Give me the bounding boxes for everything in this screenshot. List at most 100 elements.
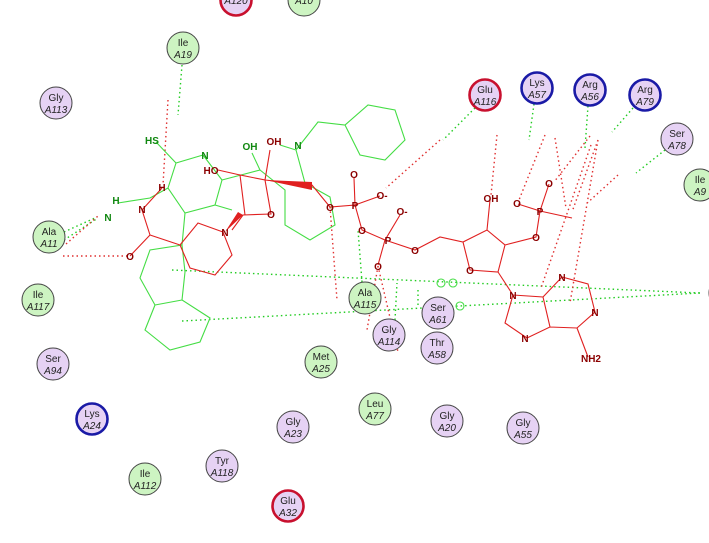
residue-chain-id: A116 — [473, 97, 497, 108]
residue-chain-id: A9 — [693, 187, 707, 198]
atom-label: O — [267, 210, 275, 221]
residue-a120: A120 — [219, 0, 253, 17]
residue-name: Lys — [529, 78, 544, 89]
residue-name: Ser — [669, 129, 685, 140]
atom-label: OH — [267, 137, 282, 148]
residue-chain-id: A57 — [527, 90, 546, 101]
hbond-red-3 — [490, 134, 498, 196]
residue-circle — [358, 392, 392, 426]
aromatic-ring-icon — [436, 278, 446, 288]
residue-name: Arg — [637, 85, 653, 96]
residue-circle — [683, 168, 709, 202]
hbond-red-glu116 — [385, 139, 441, 189]
residue-circle — [372, 318, 406, 352]
atom-label: O — [513, 199, 521, 210]
residue-chain-id: A78 — [667, 141, 686, 152]
residue-chain-id: A32 — [278, 508, 297, 519]
residue-name: Ile — [695, 175, 706, 186]
residue-chain-id: A120 — [223, 0, 248, 7]
residue-name: Glu — [477, 85, 493, 96]
phosphate-ribose-bonds — [217, 149, 573, 296]
aromatic-ring-icon — [448, 278, 458, 288]
residue-circle — [420, 331, 454, 365]
hbond-red-phosphate — [518, 134, 619, 304]
nicotinamide-bonds — [129, 187, 233, 276]
residue-circle — [348, 281, 382, 315]
residue-circle — [36, 347, 70, 381]
residue-circle — [304, 345, 338, 379]
atom-label: N — [138, 205, 145, 216]
atom-label: O- — [376, 191, 387, 202]
residue-chain-id: A61 — [428, 315, 447, 326]
atom-label: N — [558, 273, 565, 284]
residue-chain-id: A115 — [353, 300, 377, 311]
ring-bonds-1 — [117, 141, 223, 214]
residue-name: Gly — [516, 418, 531, 429]
residue-name: Ala — [358, 288, 373, 299]
atom-label: NH2 — [581, 354, 601, 365]
residue-chain-id: A19 — [173, 50, 192, 61]
residue-chain-id: A56 — [580, 92, 599, 103]
atom-n: N — [104, 213, 111, 224]
atom-label: N — [221, 228, 228, 239]
residue-name: Arg — [582, 80, 598, 91]
residue-circle — [32, 220, 66, 254]
residue-circle — [205, 449, 239, 483]
atom-label: O — [466, 266, 474, 277]
interaction-lys57 — [528, 103, 535, 141]
interaction-arg56 — [584, 105, 589, 149]
residue-name: Met — [313, 352, 330, 363]
adenine-bonds — [504, 276, 596, 358]
atom-label: O — [374, 262, 382, 273]
atom-label: HO — [204, 166, 219, 177]
residue-chain-id: A117 — [26, 302, 50, 313]
interaction-ala115 — [357, 229, 363, 283]
residue-circle — [271, 489, 305, 523]
atom-label: O — [358, 226, 366, 237]
residue-chain-id: A112 — [133, 481, 157, 492]
residue-circle — [276, 410, 310, 444]
green-atom-labels: HS N N H OH N — [104, 136, 301, 224]
atom-h: H — [112, 196, 119, 207]
atom-label: O — [350, 170, 358, 181]
ligand-green: HS N N H OH N — [104, 104, 465, 351]
residue-circle — [628, 78, 662, 112]
atom-label: O- — [396, 207, 407, 218]
residue-name: Ile — [140, 469, 151, 480]
residue-name: Glu — [280, 496, 296, 507]
atom-label: H — [158, 183, 165, 194]
residue-chain-id: A94 — [43, 366, 62, 377]
residue-circle — [287, 0, 321, 17]
atom-label: O — [411, 246, 419, 257]
residue-name: Tyr — [215, 456, 230, 467]
residue-chain-id: A20 — [437, 423, 456, 434]
residue-circle — [39, 86, 73, 120]
residue-circle — [660, 122, 694, 156]
residue-circle — [421, 296, 455, 330]
atom-label: OH — [484, 194, 499, 205]
interaction-gly114 — [394, 282, 398, 321]
hbond-red-1 — [162, 99, 169, 186]
interaction-arg79 — [611, 107, 634, 133]
atom-label: O — [545, 179, 553, 190]
residue-circle — [166, 31, 200, 65]
atom-label: P — [537, 207, 544, 218]
wedge-bond — [265, 180, 312, 190]
residue-chain-id: A10 — [294, 0, 313, 7]
